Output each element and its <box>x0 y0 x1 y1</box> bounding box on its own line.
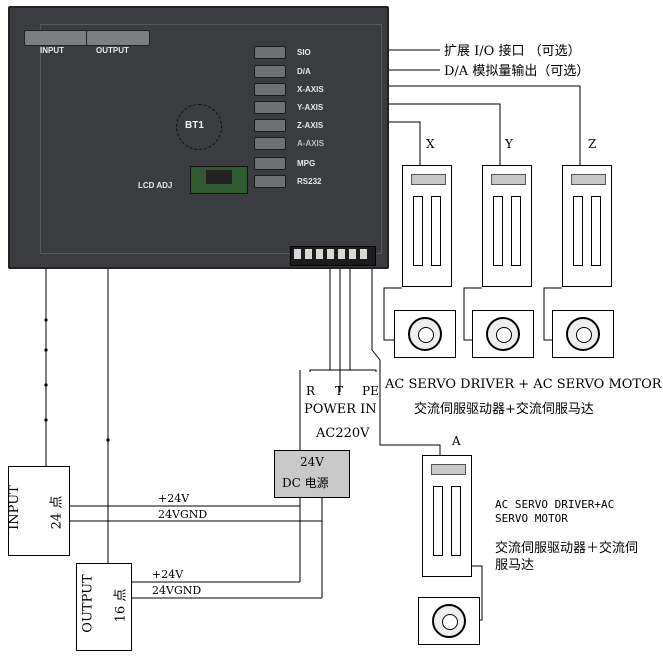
dc-power-supply <box>274 450 350 498</box>
servo-driver-z <box>562 165 612 287</box>
axis-label-x: X <box>426 137 435 151</box>
driver-slot <box>493 196 503 266</box>
panel-bezel <box>40 24 382 254</box>
axis-label-a: A <box>452 434 461 448</box>
servo-motor-z <box>552 310 614 358</box>
output-module-points: 16 点 <box>113 588 129 623</box>
input-module-label: INPUT <box>6 485 22 530</box>
driver-display <box>571 174 606 185</box>
lcd-adjust-chip <box>206 170 232 184</box>
port-label-rs232: RS232 <box>297 177 322 186</box>
servo-motor-y <box>472 310 534 358</box>
driver-display <box>431 464 466 475</box>
mpg-connector <box>254 157 286 170</box>
dc-supply-line2: DC 电源 <box>282 476 329 490</box>
input-port-label: INPUT <box>40 46 64 55</box>
battery-label: BT1 <box>185 120 204 131</box>
driver-display <box>411 174 446 185</box>
driver-slot <box>591 196 601 266</box>
servo-driver-a <box>422 455 472 577</box>
input-connector <box>24 30 88 46</box>
port-label-a-axis: A-AXIS <box>297 139 325 148</box>
battery-outline <box>176 104 222 150</box>
servo-a-caption-en-1: AC SERVO DRIVER+AC <box>495 498 615 511</box>
power-r-label: R <box>306 384 316 398</box>
output-module <box>76 563 132 651</box>
servo-top-caption-en: AC SERVO DRIVER + AC SERVO MOTOR <box>385 377 662 392</box>
x-axis-connector <box>254 83 286 96</box>
servo-driver-x <box>402 165 452 287</box>
servo-motor-a <box>418 597 480 645</box>
output-connector <box>86 30 150 46</box>
power-terminal-screws <box>294 249 370 259</box>
port-label-sio: SIO <box>297 48 311 57</box>
servo-a-caption-zh-1: 交流伺服驱动器＋交流伺 <box>495 541 639 556</box>
y-axis-connector <box>254 101 286 114</box>
port-label-y-axis: Y-AXIS <box>297 103 324 112</box>
driver-slot <box>433 486 443 556</box>
plus24v-label-output: +24V <box>152 568 184 581</box>
controller-panel: INPUT OUTPUT SIO D/A X-AXIS Y-AXIS Z-AXI… <box>8 6 389 269</box>
plus24v-label-input: +24V <box>158 492 190 505</box>
sio-connector <box>254 46 286 59</box>
port-label-x-axis: X-AXIS <box>297 85 324 94</box>
rs232-connector <box>254 175 286 188</box>
driver-display <box>491 174 526 185</box>
power-in-label: POWER IN <box>304 402 377 417</box>
port-label-mpg: MPG <box>297 159 316 168</box>
servo-top-caption-zh: 交流伺服驱动器+交流伺服马达 <box>414 402 594 417</box>
da-annotation: D/A 模拟量输出（可选） <box>444 64 590 79</box>
driver-slot <box>573 196 583 266</box>
a-axis-connector <box>254 137 286 150</box>
da-connector <box>254 65 286 78</box>
z-axis-connector <box>254 119 286 132</box>
power-voltage-label: AC220V <box>316 426 370 441</box>
port-label-da: D/A <box>297 67 311 76</box>
input-module-points: 24 点 <box>49 495 65 530</box>
servo-a-caption-zh-2: 服马达 <box>495 558 535 573</box>
driver-slot <box>413 196 423 266</box>
port-label-z-axis: Z-AXIS <box>297 121 324 130</box>
driver-slot <box>511 196 521 266</box>
gnd-label-output: 24VGND <box>152 584 202 597</box>
lcd-adjust-label: LCD ADJ <box>138 181 173 190</box>
power-pe-label: PE <box>362 384 379 398</box>
axis-label-z: Z <box>588 137 597 151</box>
gnd-label-input: 24VGND <box>158 508 208 521</box>
driver-slot <box>431 196 441 266</box>
axis-label-y: Y <box>505 137 513 151</box>
driver-slot <box>451 486 461 556</box>
sio-annotation: 扩展 I/O 接口 （可选） <box>444 44 581 59</box>
servo-motor-x <box>394 310 456 358</box>
power-t-label: T <box>335 384 344 398</box>
dc-supply-line1: 24V <box>300 455 324 469</box>
output-port-label: OUTPUT <box>96 46 129 55</box>
output-module-label: OUTPUT <box>80 574 96 633</box>
input-module <box>8 466 70 556</box>
servo-driver-y <box>482 165 532 287</box>
servo-a-caption-en-2: SERVO MOTOR <box>495 512 568 525</box>
